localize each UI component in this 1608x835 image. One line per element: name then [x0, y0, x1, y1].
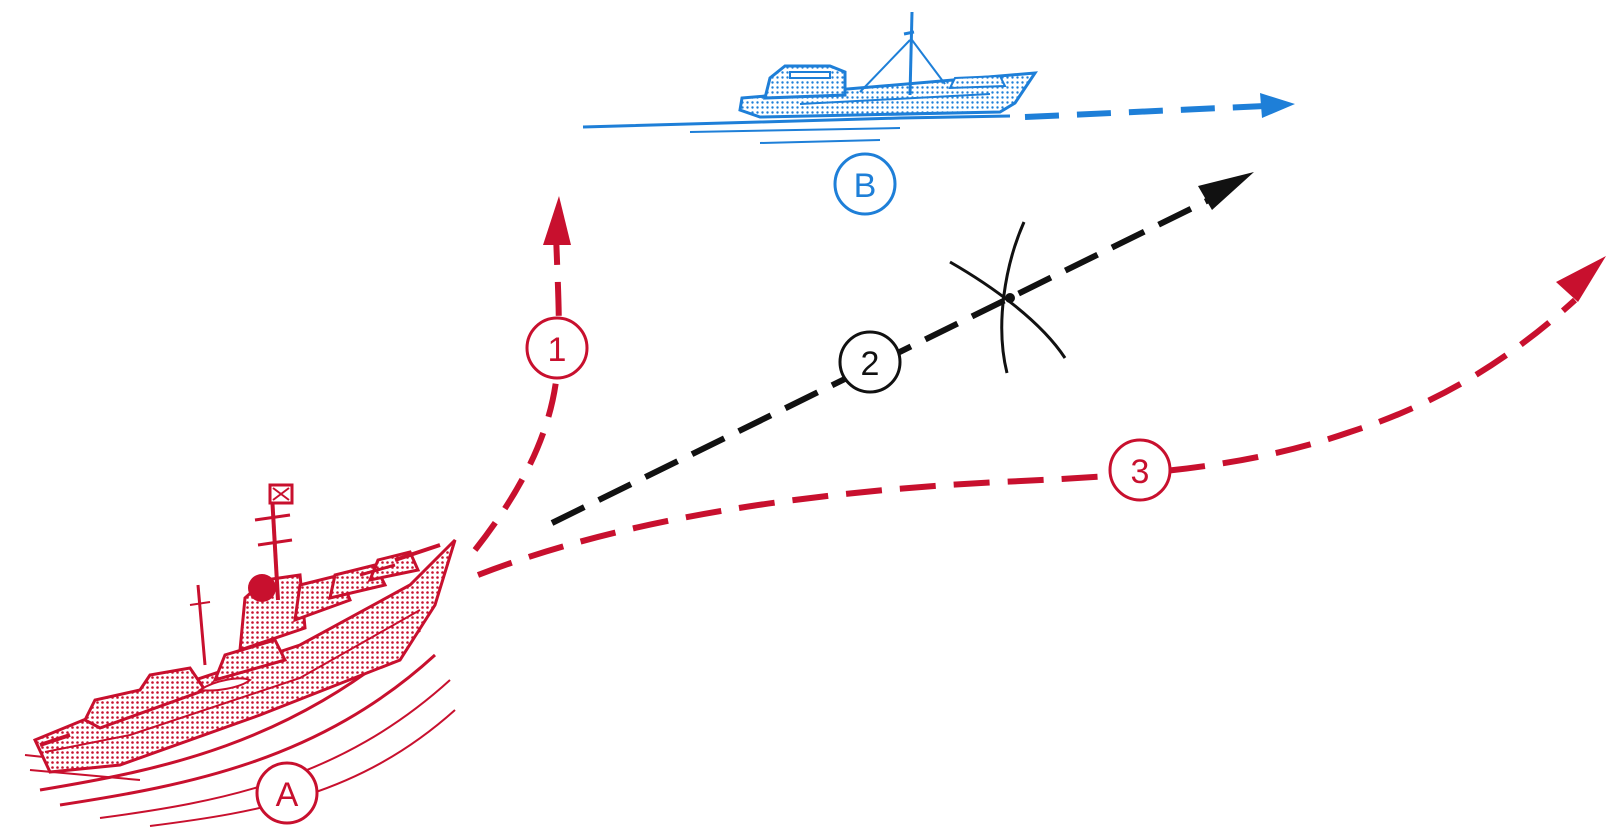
course-2-label-text: 2	[861, 345, 880, 383]
vessel-a-label-text: A	[276, 776, 299, 814]
course-3-label: 3	[1108, 438, 1172, 502]
vessel-b-ship	[582, 11, 1038, 144]
course-b-arrow	[1024, 93, 1295, 120]
vessel-a-ship	[24, 483, 457, 827]
vessel-b-label-text: B	[854, 167, 877, 205]
vessel-a-label: A	[255, 761, 319, 825]
collision-point-marker	[949, 221, 1067, 374]
vessel-b-label: B	[833, 152, 897, 216]
course-3-arrow	[476, 256, 1606, 578]
course-1-label: 1	[525, 316, 589, 380]
course-3-label-text: 3	[1131, 453, 1150, 491]
course-1-label-text: 1	[548, 331, 567, 369]
course-2-label: 2	[838, 330, 902, 394]
